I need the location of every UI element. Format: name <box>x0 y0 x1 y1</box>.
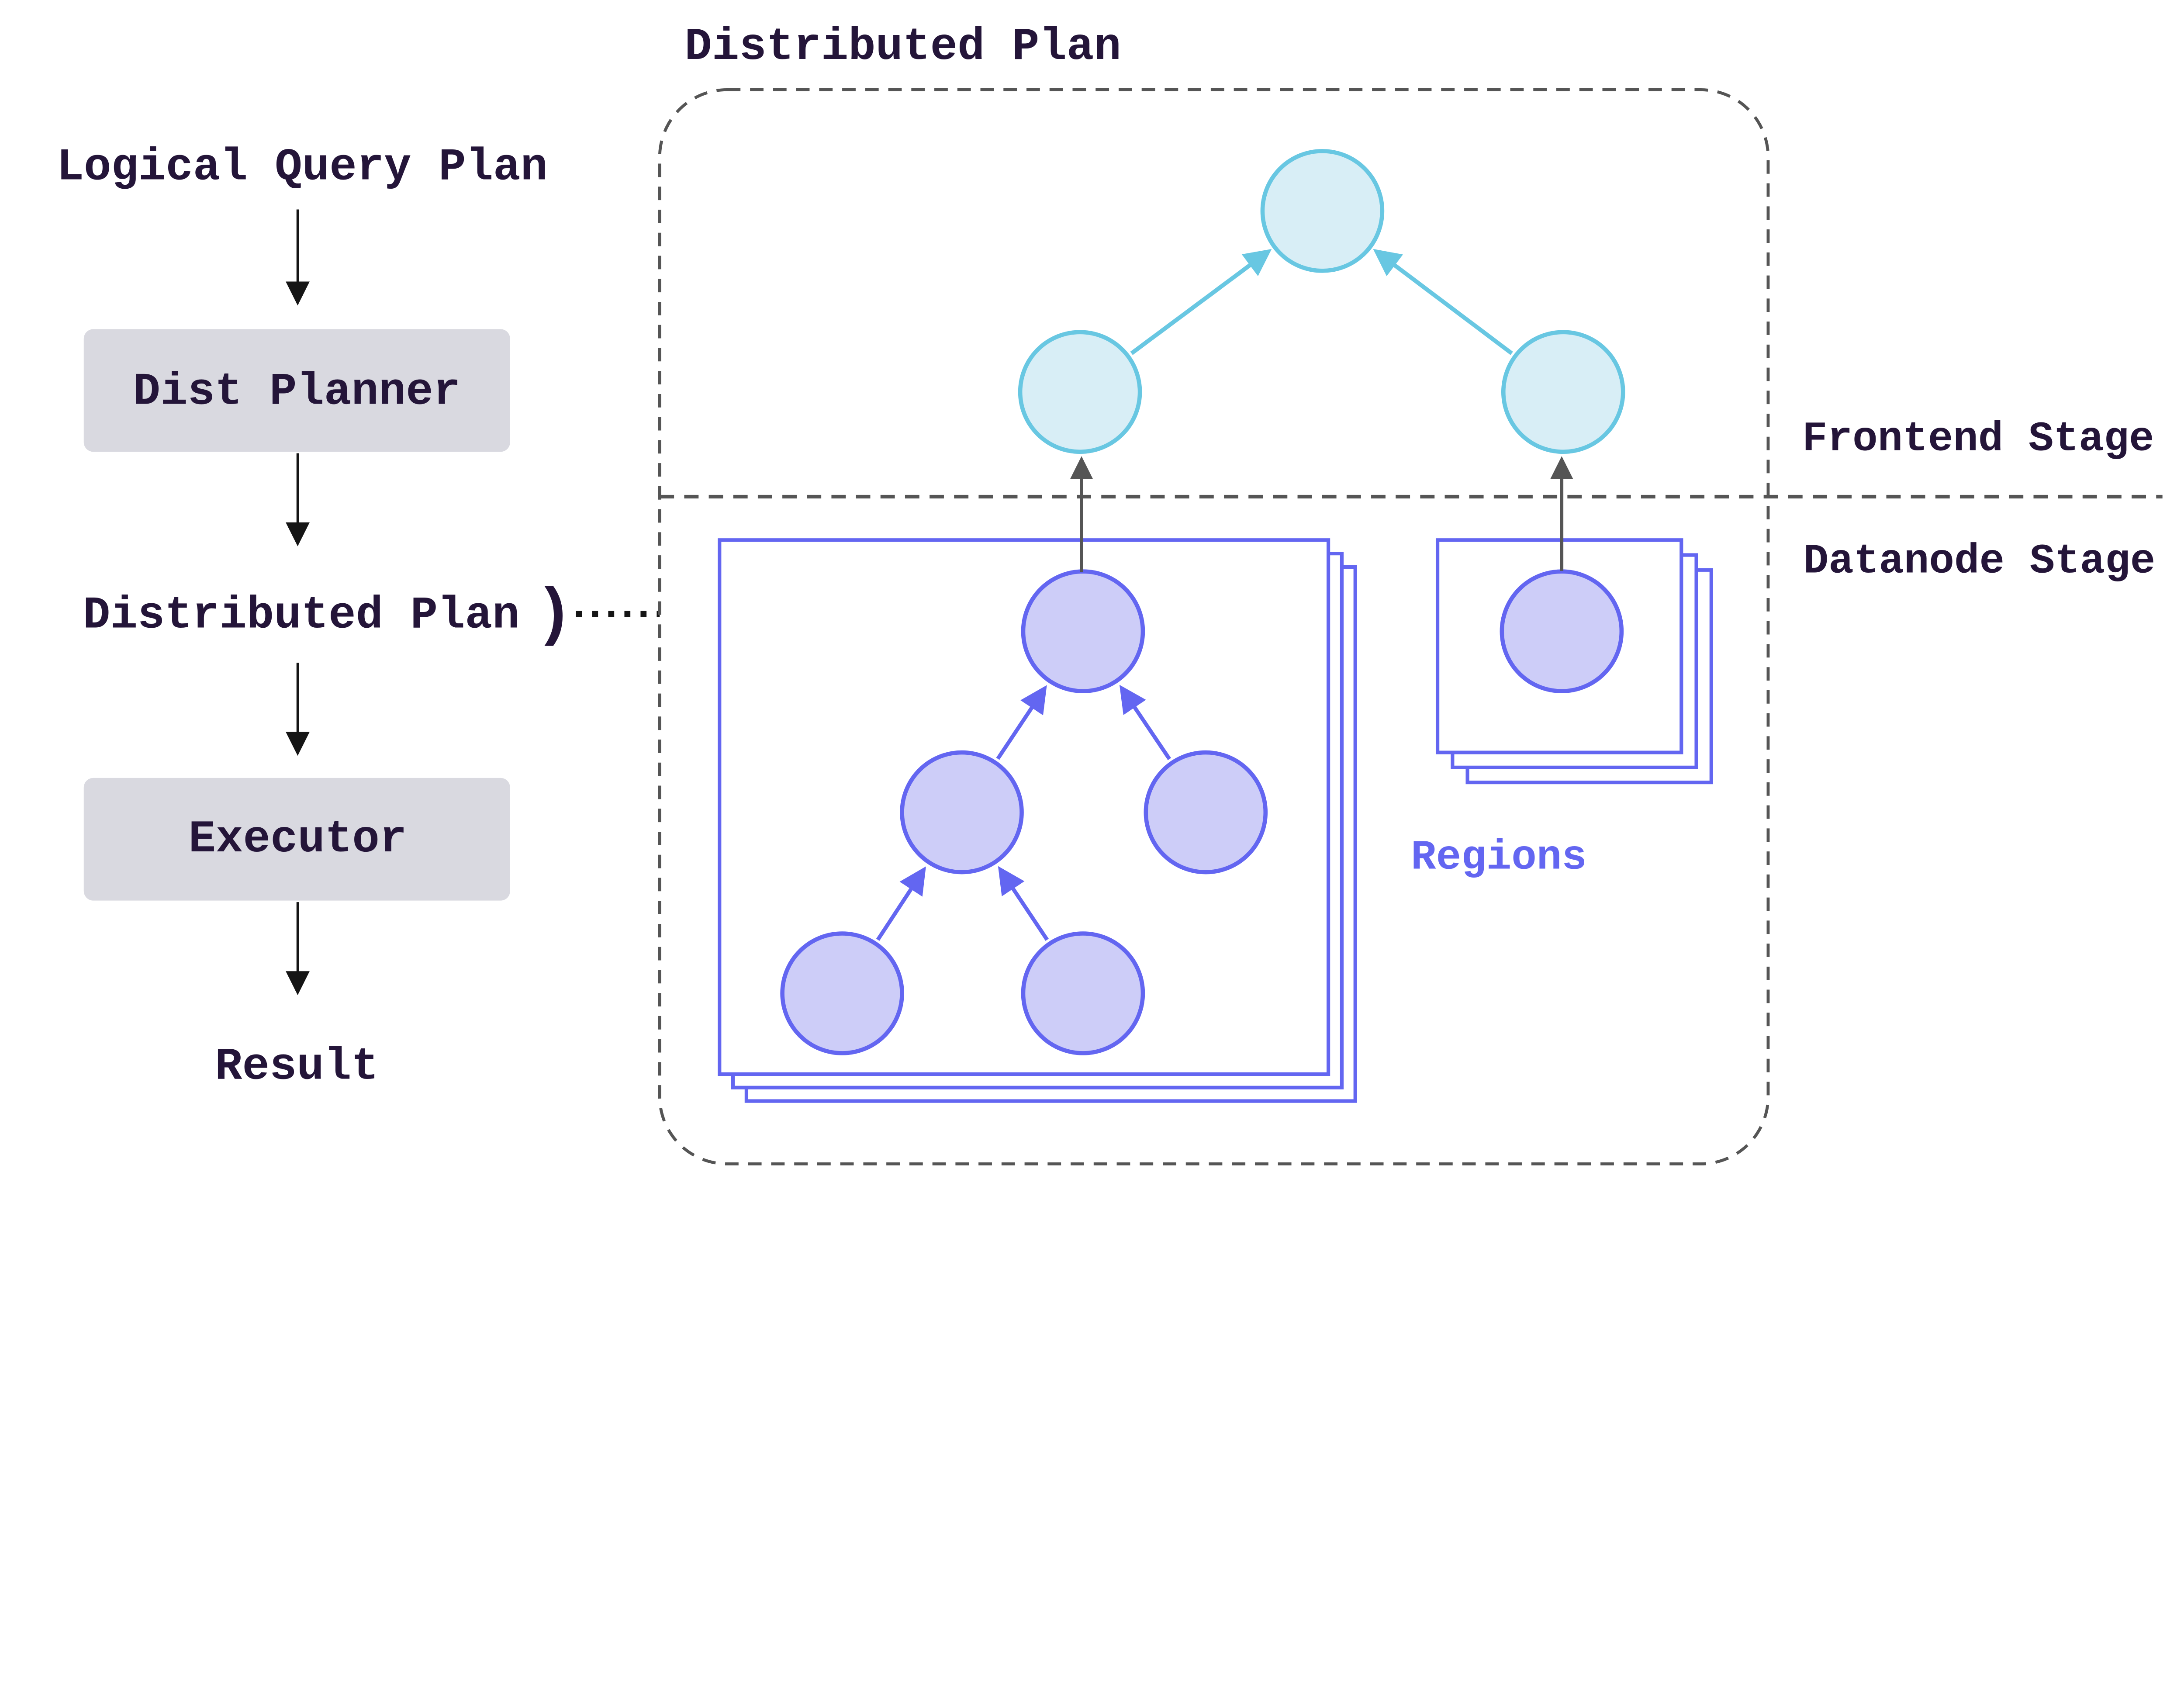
distributed-plan-border <box>658 88 1770 1165</box>
distributed-plan-panel: Distributed Plan Frontend Stage Datanode… <box>658 21 2163 1165</box>
datanode-region-node <box>1500 569 1624 693</box>
datanode-region-stack-left <box>718 538 1357 1103</box>
frontend-stage-label: Frontend Stage <box>1802 415 2154 463</box>
frontend-node-right <box>1501 330 1625 454</box>
arrow-mid-left-to-top <box>996 685 1047 760</box>
frontend-node-left <box>1018 330 1142 454</box>
datanode-tree-node-mid-right <box>1144 750 1268 875</box>
distributed-query-diagram: Logical Query Plan Dist Planner Distribu… <box>56 21 2163 1165</box>
executor-label: Executor <box>189 814 407 865</box>
result-label: Result <box>215 1041 379 1093</box>
datanode-tree-node-top <box>1021 569 1145 693</box>
regions-label: Regions <box>1411 834 1587 882</box>
frontend-merge-tree <box>1018 149 1625 454</box>
left-flow: Logical Query Plan Dist Planner Distribu… <box>57 142 660 1093</box>
arrow-frontend-right-to-root <box>1373 249 1513 355</box>
frontend-node-root <box>1260 149 1385 273</box>
dist-planner-box <box>83 329 510 452</box>
datanode-region-stack-right <box>1435 538 1713 785</box>
bracket-glyph: ) <box>535 579 573 652</box>
arrow-mid-right-to-top <box>1119 685 1171 761</box>
datanode-tree-node-leaf-right <box>1021 931 1145 1055</box>
distributed-plan-title: Distributed Plan <box>684 21 1121 73</box>
distributed-plan-label: Distributed Plan <box>83 590 519 642</box>
dist-planner-label: Dist Planner <box>133 366 461 418</box>
arrow-leaf-left-to-mid <box>876 866 926 941</box>
logical-query-plan-label: Logical Query Plan <box>57 142 548 194</box>
datanode-stage-label: Datanode Stage <box>1804 537 2155 585</box>
arrow-leaf-right-to-mid <box>998 866 1049 941</box>
arrow-frontend-left-to-root <box>1130 249 1272 355</box>
executor-box <box>83 778 510 901</box>
datanode-tree-node-mid-left <box>900 750 1024 875</box>
datanode-tree-node-leaf-left <box>780 931 904 1055</box>
diagram-canvas: Logical Query Plan Dist Planner Distribu… <box>56 21 2163 1165</box>
